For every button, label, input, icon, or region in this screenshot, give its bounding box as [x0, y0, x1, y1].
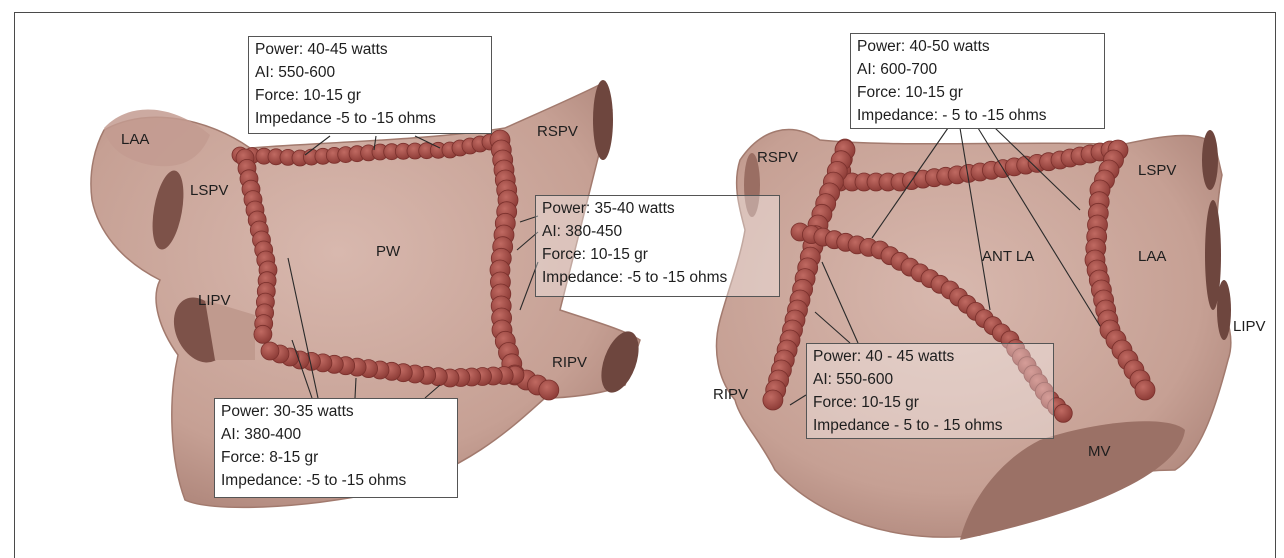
label-posterior-pw: PW — [376, 243, 401, 260]
anterior-septal-line-lesion — [763, 390, 783, 410]
anterior-bottom-ai: AI: 550-600 — [813, 368, 1047, 391]
roof-ai: AI: 550-600 — [255, 61, 485, 84]
label-posterior-lipv: LIPV — [198, 292, 231, 309]
anterior-top-force: Force: 10-15 gr — [857, 81, 1098, 104]
septal-force: Force: 10-15 gr — [542, 243, 773, 266]
septal-line-lesion — [539, 380, 559, 400]
floor-ai: AI: 380-400 — [221, 423, 451, 446]
roof-settings-box: Power: 40-45 watts AI: 550-600 Force: 10… — [248, 36, 492, 134]
septal-ai: AI: 380-450 — [542, 220, 773, 243]
roof-impedance: Impedance -5 to -15 ohms — [255, 107, 485, 130]
anterior-bottom-power: Power: 40 - 45 watts — [813, 345, 1047, 368]
septal-impedance: Impedance: -5 to -15 ohms — [542, 266, 773, 289]
label-posterior-laa: LAA — [121, 131, 149, 148]
lateral-line-lesion — [254, 325, 272, 343]
anterior-view — [716, 130, 1231, 540]
anterior-bottom-force: Force: 10-15 gr — [813, 391, 1047, 414]
anterior-top-ai: AI: 600-700 — [857, 58, 1098, 81]
septal-power: Power: 35-40 watts — [542, 197, 773, 220]
anterior-bottom-impedance: Impedance - 5 to - 15 ohms — [813, 414, 1047, 437]
label-anterior-ripv: RIPV — [713, 386, 748, 403]
label-anterior-laa: LAA — [1138, 248, 1166, 265]
anterior-lateral-line-lesion — [1135, 380, 1155, 400]
posterior-rspv-vessel — [593, 80, 613, 160]
label-anterior-ant-la: ANT LA — [982, 248, 1034, 265]
floor-line-lesion — [261, 342, 279, 360]
roof-force: Force: 10-15 gr — [255, 84, 485, 107]
roof-power: Power: 40-45 watts — [255, 38, 485, 61]
label-anterior-lspv: LSPV — [1138, 162, 1176, 179]
label-anterior-lipv: LIPV — [1233, 318, 1266, 335]
floor-settings-box: Power: 30-35 watts AI: 380-400 Force: 8-… — [214, 398, 458, 498]
label-anterior-rspv: RSPV — [757, 149, 798, 166]
label-posterior-ripv: RIPV — [552, 354, 587, 371]
label-posterior-lspv: LSPV — [190, 182, 228, 199]
septal-settings-box: Power: 35-40 watts AI: 380-450 Force: 10… — [535, 195, 780, 297]
floor-force: Force: 8-15 gr — [221, 446, 451, 469]
anterior-lipv-vessel — [1217, 280, 1231, 340]
label-posterior-rspv: RSPV — [537, 123, 578, 140]
floor-impedance: Impedance: -5 to -15 ohms — [221, 469, 451, 492]
anterior-bottom-settings-box: Power: 40 - 45 watts AI: 550-600 Force: … — [806, 343, 1054, 439]
anterior-top-impedance: Impedance: - 5 to -15 ohms — [857, 104, 1098, 127]
anterior-top-settings-box: Power: 40-50 watts AI: 600-700 Force: 10… — [850, 33, 1105, 129]
label-anterior-mv: MV — [1088, 443, 1111, 460]
floor-power: Power: 30-35 watts — [221, 400, 451, 423]
anterior-top-power: Power: 40-50 watts — [857, 35, 1098, 58]
anterior-lspv-vessel — [1202, 130, 1218, 190]
anterior-line-lesion — [1054, 404, 1072, 422]
